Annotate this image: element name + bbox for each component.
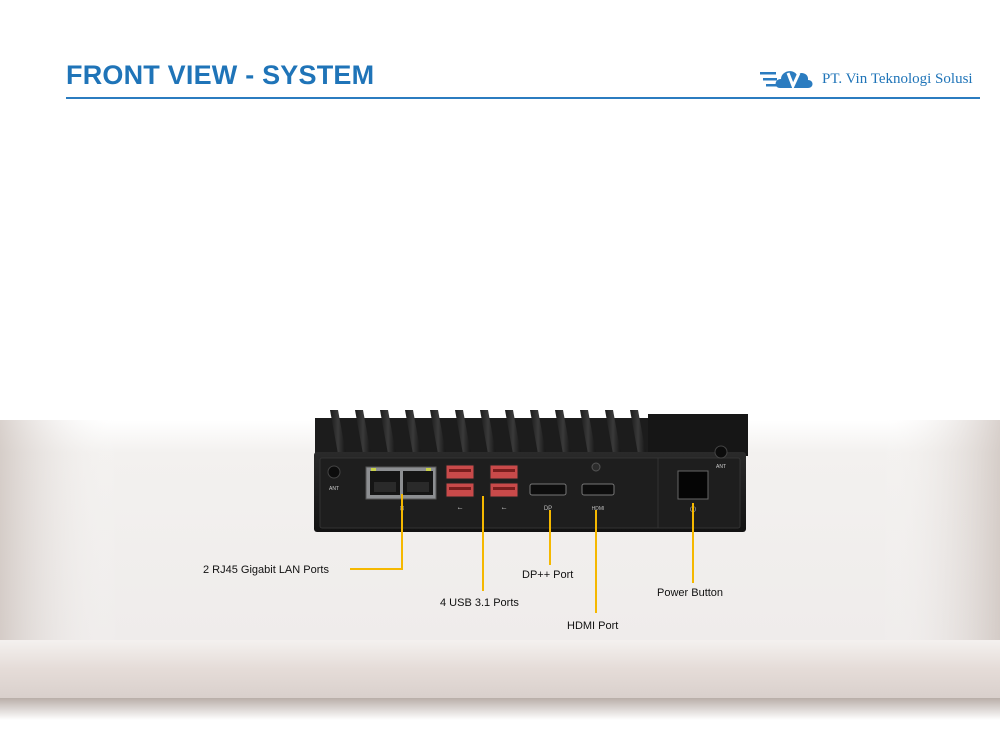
company-logo [760, 71, 813, 90]
svg-text:⭠: ⭠ [458, 506, 463, 512]
heatsink-fin [330, 410, 346, 454]
callout-hdmi-label: HDMI Port [567, 620, 619, 632]
heatsink-fin [605, 410, 621, 454]
usb-ports [445, 464, 519, 498]
callout-usb-label: 4 USB 3.1 Ports [440, 597, 519, 609]
svg-text:⭠: ⭠ [502, 506, 507, 512]
svg-text:⏻: ⏻ [690, 505, 697, 514]
heatsink-fin [580, 410, 596, 454]
mini-pc-device: ANT ANT ⊞ ⭠ ⭠ DP HDMI ⏻ [314, 410, 748, 532]
heatsink-fins [315, 410, 650, 458]
callout-power-label: Power Button [657, 587, 724, 599]
hdmi-mark: HDMI [592, 506, 605, 512]
ant-left-label: ANT [329, 486, 339, 492]
svg-text:⊞: ⊞ [399, 506, 404, 512]
heatsink-fin [380, 410, 396, 454]
heatsink-fin [405, 410, 421, 454]
ant-right-label: ANT [716, 464, 726, 470]
rj45-ports [365, 466, 437, 500]
heatsink-fin [355, 410, 371, 454]
heatsink-fin [455, 410, 471, 454]
heatsink-fin [430, 410, 446, 454]
callout-lan-label: 2 RJ45 Gigabit LAN Ports [203, 564, 329, 576]
page-title: FRONT VIEW - SYSTEM [66, 60, 375, 90]
company-name: PT. Vin Teknologi Solusi [822, 71, 973, 87]
heatsink-fin [480, 410, 496, 454]
title-divider [66, 97, 980, 99]
heatsink-fin [505, 410, 521, 454]
dp-mark: DP [544, 506, 552, 512]
heatsink-fin [555, 410, 571, 454]
heatsink-fin [530, 410, 546, 454]
cloud-v-logo-icon [760, 71, 813, 90]
callout-dp-label: DP++ Port [522, 569, 574, 581]
heatsink-fin [630, 410, 646, 454]
